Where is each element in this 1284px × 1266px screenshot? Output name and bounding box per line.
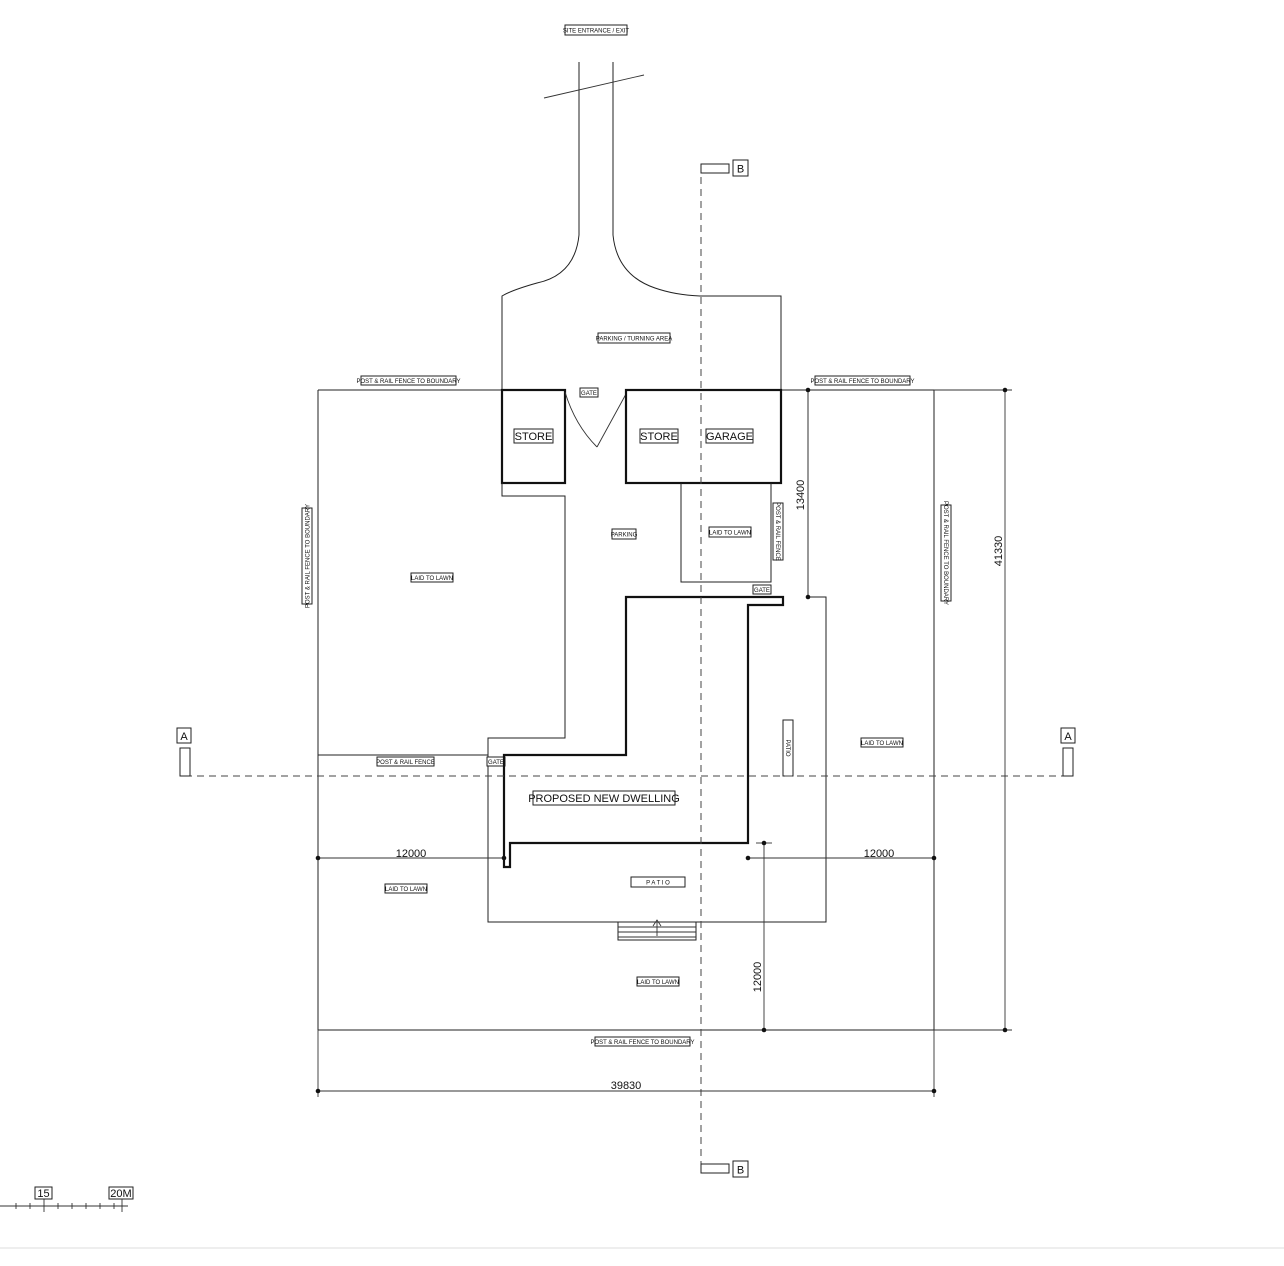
front-steps [617, 919, 697, 941]
svg-text:POST & RAIL FENCE: POST & RAIL FENCE [376, 760, 435, 766]
svg-text:12000: 12000 [396, 848, 427, 860]
proposed-dwelling: PROPOSED NEW DWELLING [502, 595, 785, 869]
parking-turning-text: PARKING / TURNING AREA [596, 337, 672, 343]
svg-text:LAID TO LAWN: LAID TO LAWN [709, 531, 751, 537]
svg-text:LAID TO LAWN: LAID TO LAWN [637, 980, 679, 986]
fence-label-bottom: POST & RAIL FENCE TO BOUNDARY [590, 1036, 695, 1047]
dimension-right-offset: 12000 [745, 848, 937, 861]
scale-start-label: 15 [37, 1188, 49, 1200]
svg-text:GATE: GATE [581, 391, 597, 397]
dimension-garage-depth: 13400 [795, 387, 811, 600]
scale-bar: 15 20M [0, 1186, 134, 1212]
dimension-rear-depth: 12000 [752, 840, 772, 1033]
svg-text:GATE: GATE [488, 760, 504, 766]
svg-text:POST & RAIL FENCE: POST & RAIL FENCE [774, 502, 780, 561]
access-drive [501, 62, 782, 390]
svg-text:41330: 41330 [993, 536, 1005, 567]
dimension-overall-depth: 41330 [934, 387, 1012, 1033]
parking-area: PARKING [487, 390, 827, 923]
store-garage-block: STORE GARAGE [624, 388, 783, 485]
patio-front: P A T I O [630, 876, 686, 888]
site-entrance-text: SITE ENTRANCE / EXIT [563, 29, 630, 35]
svg-text:12000: 12000 [864, 848, 895, 860]
section-a-left-marker: A [180, 731, 188, 743]
store-left: STORE [500, 388, 567, 485]
lawn-right: LAID TO LAWN PATIO [782, 719, 904, 777]
site-entrance-label: SITE ENTRANCE / EXIT [563, 24, 630, 36]
lawn-left: LAID TO LAWN POST & RAIL FENCE GATE [318, 572, 506, 767]
svg-text:LAID TO LAWN: LAID TO LAWN [385, 887, 427, 893]
svg-text:P A T I O: P A T I O [646, 881, 670, 887]
svg-text:GATE: GATE [754, 588, 770, 594]
svg-text:LAID TO LAWN: LAID TO LAWN [861, 741, 903, 747]
fence-label-top-left: POST & RAIL FENCE TO BOUNDARY [356, 375, 461, 386]
svg-text:GARAGE: GARAGE [706, 431, 753, 443]
svg-text:STORE: STORE [640, 431, 678, 443]
lawn-bottom: LAID TO LAWN [636, 976, 680, 987]
svg-text:POST & RAIL FENCE TO BOUNDARY: POST & RAIL FENCE TO BOUNDARY [942, 501, 948, 605]
parking-turning-label: PARKING / TURNING AREA [596, 332, 672, 344]
dimension-left-offset: 12000 [315, 848, 507, 861]
dimension-overall-width: 39830 [315, 1030, 937, 1097]
svg-text:39830: 39830 [611, 1080, 642, 1092]
fence-label-right: POST & RAIL FENCE TO BOUNDARY [940, 501, 952, 605]
svg-text:12000: 12000 [752, 962, 764, 993]
fence-label-top-right: POST & RAIL FENCE TO BOUNDARY [810, 375, 915, 386]
scale-end-label: 20M [110, 1188, 131, 1200]
section-a-right-marker: A [1064, 731, 1072, 743]
fence-label-left: POST & RAIL FENCE TO BOUNDARY [301, 504, 313, 608]
svg-text:STORE: STORE [515, 431, 553, 443]
svg-text:LAID TO LAWN: LAID TO LAWN [411, 576, 453, 582]
site-boundary [317, 389, 935, 1031]
section-line-a: A A [176, 727, 1076, 777]
section-b-top-marker: B [737, 164, 744, 176]
lawn-bottom-left: LAID TO LAWN [384, 883, 428, 894]
svg-text:POST & RAIL FENCE TO BOUNDARY: POST & RAIL FENCE TO BOUNDARY [590, 1040, 694, 1046]
svg-text:POST & RAIL FENCE TO BOUNDARY: POST & RAIL FENCE TO BOUNDARY [356, 379, 460, 385]
svg-text:PATIO: PATIO [784, 739, 790, 756]
section-line-b: B B [700, 159, 749, 1178]
svg-text:13400: 13400 [795, 480, 807, 511]
gate-top: GATE [564, 387, 627, 448]
svg-text:POST & RAIL FENCE TO BOUNDARY: POST & RAIL FENCE TO BOUNDARY [810, 379, 914, 385]
svg-text:PARKING: PARKING [611, 533, 638, 539]
section-b-bottom-marker: B [737, 1165, 744, 1177]
svg-text:POST & RAIL FENCE TO BOUNDARY: POST & RAIL FENCE TO BOUNDARY [306, 504, 312, 608]
courtyard-lawn: LAID TO LAWN POST & RAIL FENCE GATE [680, 483, 784, 595]
svg-text:PROPOSED NEW DWELLING: PROPOSED NEW DWELLING [528, 793, 680, 805]
